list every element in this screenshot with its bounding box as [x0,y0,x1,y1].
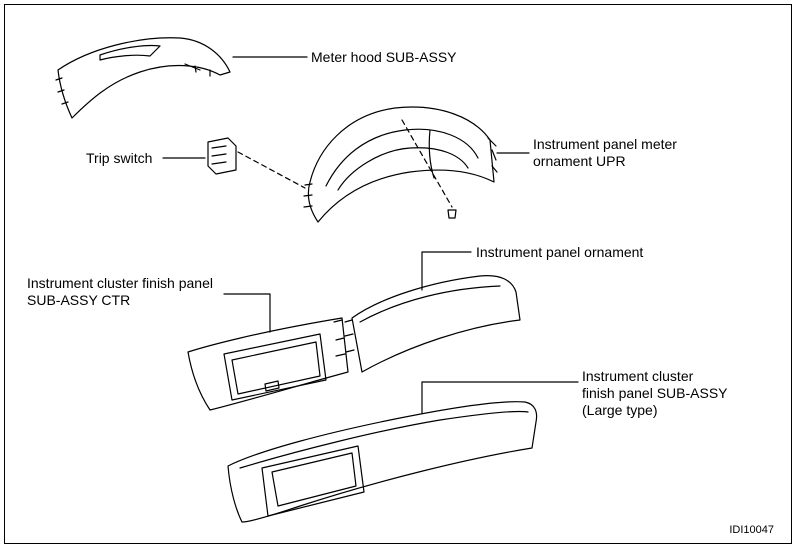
label-finish-ctr-line2: SUB-ASSY CTR [27,292,131,308]
diagram-frame [4,4,792,544]
label-finish-large-line2: finish panel SUB-ASSY [582,385,728,401]
finish-ctr-drawing [187,293,349,411]
figure-code: IDI10047 [729,524,774,536]
label-finish-large: Instrument cluster finish panel SUB-ASSY… [582,368,728,419]
label-meter-hood-text: Meter hood SUB-ASSY [311,49,457,65]
label-meter-ornament-line2: ornament UPR [533,153,626,169]
label-trip-switch: Trip switch [86,150,152,167]
finish-large-drawing [227,381,579,523]
label-finish-ctr-line1: Instrument cluster finish panel [27,275,213,291]
label-meter-ornament-line1: Instrument panel meter [533,136,677,152]
panel-ornament-drawing [344,251,521,373]
trip-switch-drawing [162,137,306,189]
label-panel-ornament: Instrument panel ornament [476,244,643,261]
meter-hood-drawing [55,37,308,119]
label-trip-switch-text: Trip switch [86,150,153,166]
label-meter-ornament: Instrument panel meter ornament UPR [533,136,677,170]
label-finish-large-line3: (Large type) [582,402,658,418]
meter-ornament-drawing [303,106,530,223]
label-panel-ornament-text: Instrument panel ornament [476,244,644,260]
label-finish-large-line1: Instrument cluster [582,368,694,384]
label-meter-hood: Meter hood SUB-ASSY [311,49,457,66]
label-finish-ctr: Instrument cluster finish panel SUB-ASSY… [27,275,213,309]
